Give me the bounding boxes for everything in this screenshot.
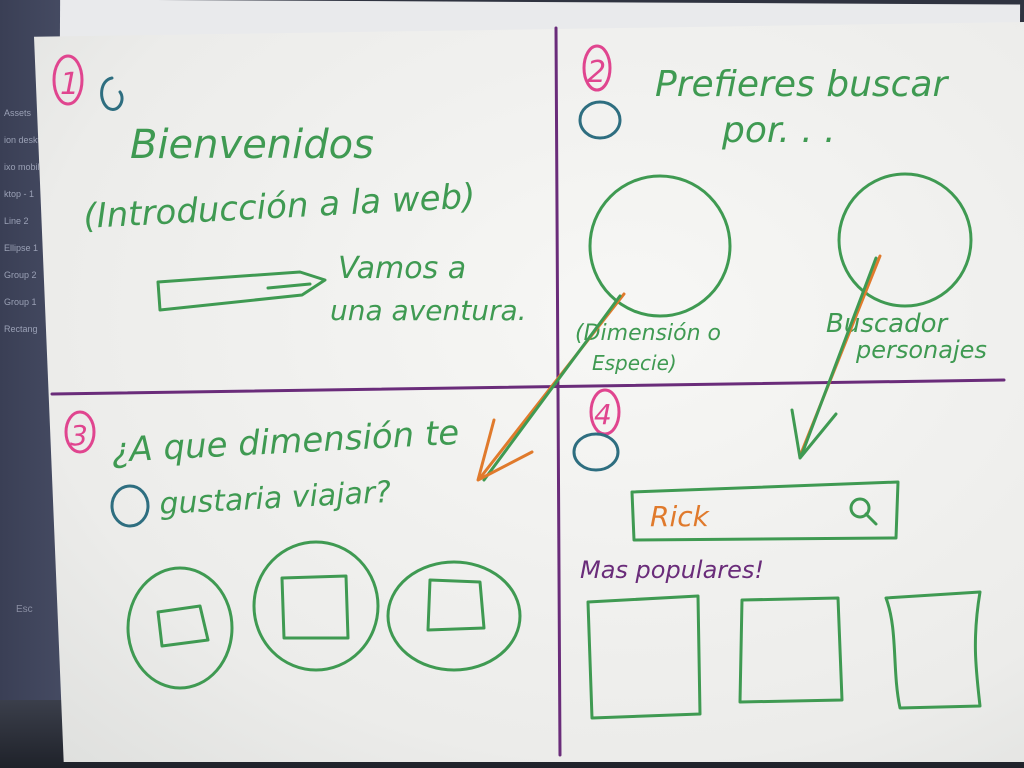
option-2-line-1: Buscador xyxy=(826,309,950,339)
dimension-option-1 xyxy=(126,566,234,690)
option-1-line-2: Especie) xyxy=(592,351,677,375)
question-line-2: por. . . xyxy=(721,110,836,151)
quadrant-dividers xyxy=(50,26,1006,757)
option-2-line-2: personajes xyxy=(855,336,987,364)
screen-layer-item: Assets xyxy=(4,108,32,118)
panel-1: 1 Bienvenidos (Introducción a la web) Va… xyxy=(52,54,527,327)
annotation-circle xyxy=(572,432,620,472)
popular-label: Mas populares! xyxy=(580,556,764,584)
dimension-option-2 xyxy=(252,540,380,672)
dimension-option-3 xyxy=(386,560,522,672)
annotation-circle xyxy=(100,76,124,111)
popular-card-2 xyxy=(738,596,844,704)
popular-card-3 xyxy=(884,590,982,710)
screen-layer-item: ixo mobile xyxy=(4,162,45,172)
cta-line-2: una aventura. xyxy=(330,294,527,327)
arrow-to-dimension-head xyxy=(476,418,534,482)
question-line-1: Prefieres buscar xyxy=(655,64,949,105)
screen-layer-item: Line 2 xyxy=(4,216,29,226)
dimension-options xyxy=(126,540,522,690)
screen-layer-item: Ellipse 1 xyxy=(4,243,39,253)
option-circle-dimension xyxy=(588,174,732,318)
dimension-option-1-icon xyxy=(156,604,210,648)
vertical-divider xyxy=(554,26,562,757)
panel-number-circle xyxy=(52,54,84,106)
panel-2: 2 Prefieres buscar por. . . (Dimensión o… xyxy=(575,44,987,375)
arrow-to-dimension-shadow xyxy=(482,294,622,482)
question-line-1: ¿A que dimensión te xyxy=(110,413,460,471)
search-bar-value: Rick xyxy=(650,500,711,533)
arrow-to-search-head xyxy=(790,408,838,460)
arrow-to-search-shadow xyxy=(800,256,878,456)
screen-layer-item: ktop - 1 xyxy=(4,189,35,199)
popular-card-1 xyxy=(586,594,702,720)
panel-number-circle xyxy=(582,44,612,92)
panel-number: 4 xyxy=(594,398,612,431)
screen-layer-item: Rectang xyxy=(4,324,38,334)
question-line-2: gustaria viajar? xyxy=(159,475,392,522)
flow-arrows xyxy=(476,254,882,482)
arrow-button-sketch xyxy=(156,270,327,312)
panel-4: 4 Rick Mas populares! xyxy=(572,388,982,720)
screen-search-text: Esc xyxy=(16,604,33,615)
popular-items xyxy=(586,590,982,720)
cta-line-1: Vamos a xyxy=(338,251,466,286)
panel-3: 3 ¿A que dimensión te gustaria viajar? xyxy=(64,410,522,690)
annotation-circle xyxy=(110,484,150,528)
search-bar-sketch xyxy=(630,480,900,542)
annotation-circle xyxy=(578,100,622,140)
panel-subtitle: (Introducción a la web) xyxy=(82,177,476,237)
screen-layer-list: Assets ion deskt ixo mobile ktop - 1 Lin… xyxy=(0,100,90,343)
option-circle-characters xyxy=(837,172,973,308)
panel-number: 1 xyxy=(60,67,79,102)
dimension-option-3-icon xyxy=(426,578,486,632)
panel-number: 3 xyxy=(70,419,88,452)
search-icon xyxy=(849,497,878,526)
screen-layer-item: Group 1 xyxy=(4,297,37,307)
horizontal-divider xyxy=(50,378,1006,396)
panel-title: Bienvenidos xyxy=(130,122,374,168)
panel-number: 2 xyxy=(587,55,606,90)
dimension-option-2-icon xyxy=(280,574,350,640)
screen-layer-item: Group 2 xyxy=(4,270,37,280)
panel-number-circle xyxy=(64,410,96,454)
screen-layer-item: ion deskt xyxy=(4,135,41,145)
